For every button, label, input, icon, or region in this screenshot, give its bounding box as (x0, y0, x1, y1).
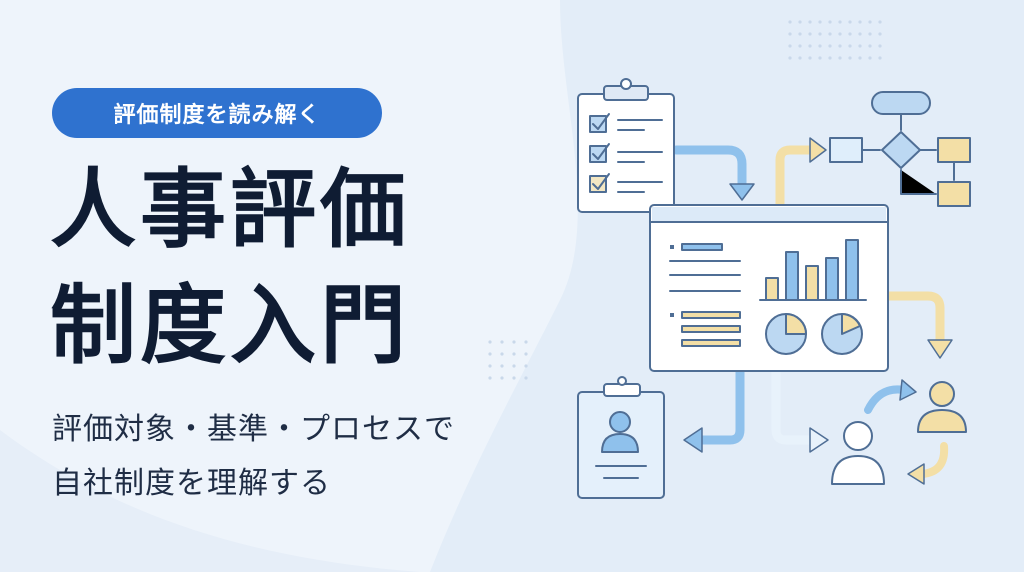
title-line-1: 人事評価 (50, 160, 410, 260)
category-badge-label: 評価制度を読み解く (113, 103, 321, 128)
clipboard-checklist-icon (577, 78, 675, 213)
id-card-icon (577, 376, 665, 499)
hr-evaluation-illustration (577, 78, 971, 499)
arrow-icon (671, 145, 755, 201)
arrow-icon (775, 137, 827, 210)
title-line-2: 制度入門 (50, 276, 410, 376)
category-badge: 評価制度を読み解く (52, 88, 382, 138)
subtitle-line-2: 自社制度を理解する (52, 466, 331, 501)
flowchart-icon (829, 91, 971, 207)
people-cycle-icon (831, 379, 967, 485)
arrow-icon (883, 291, 953, 359)
dashboard-window-icon (649, 204, 889, 372)
arrow-icon (771, 367, 829, 453)
arrow-icon (683, 367, 745, 453)
subtitle-line-1: 評価対象・基準・プロセスで (52, 412, 455, 447)
